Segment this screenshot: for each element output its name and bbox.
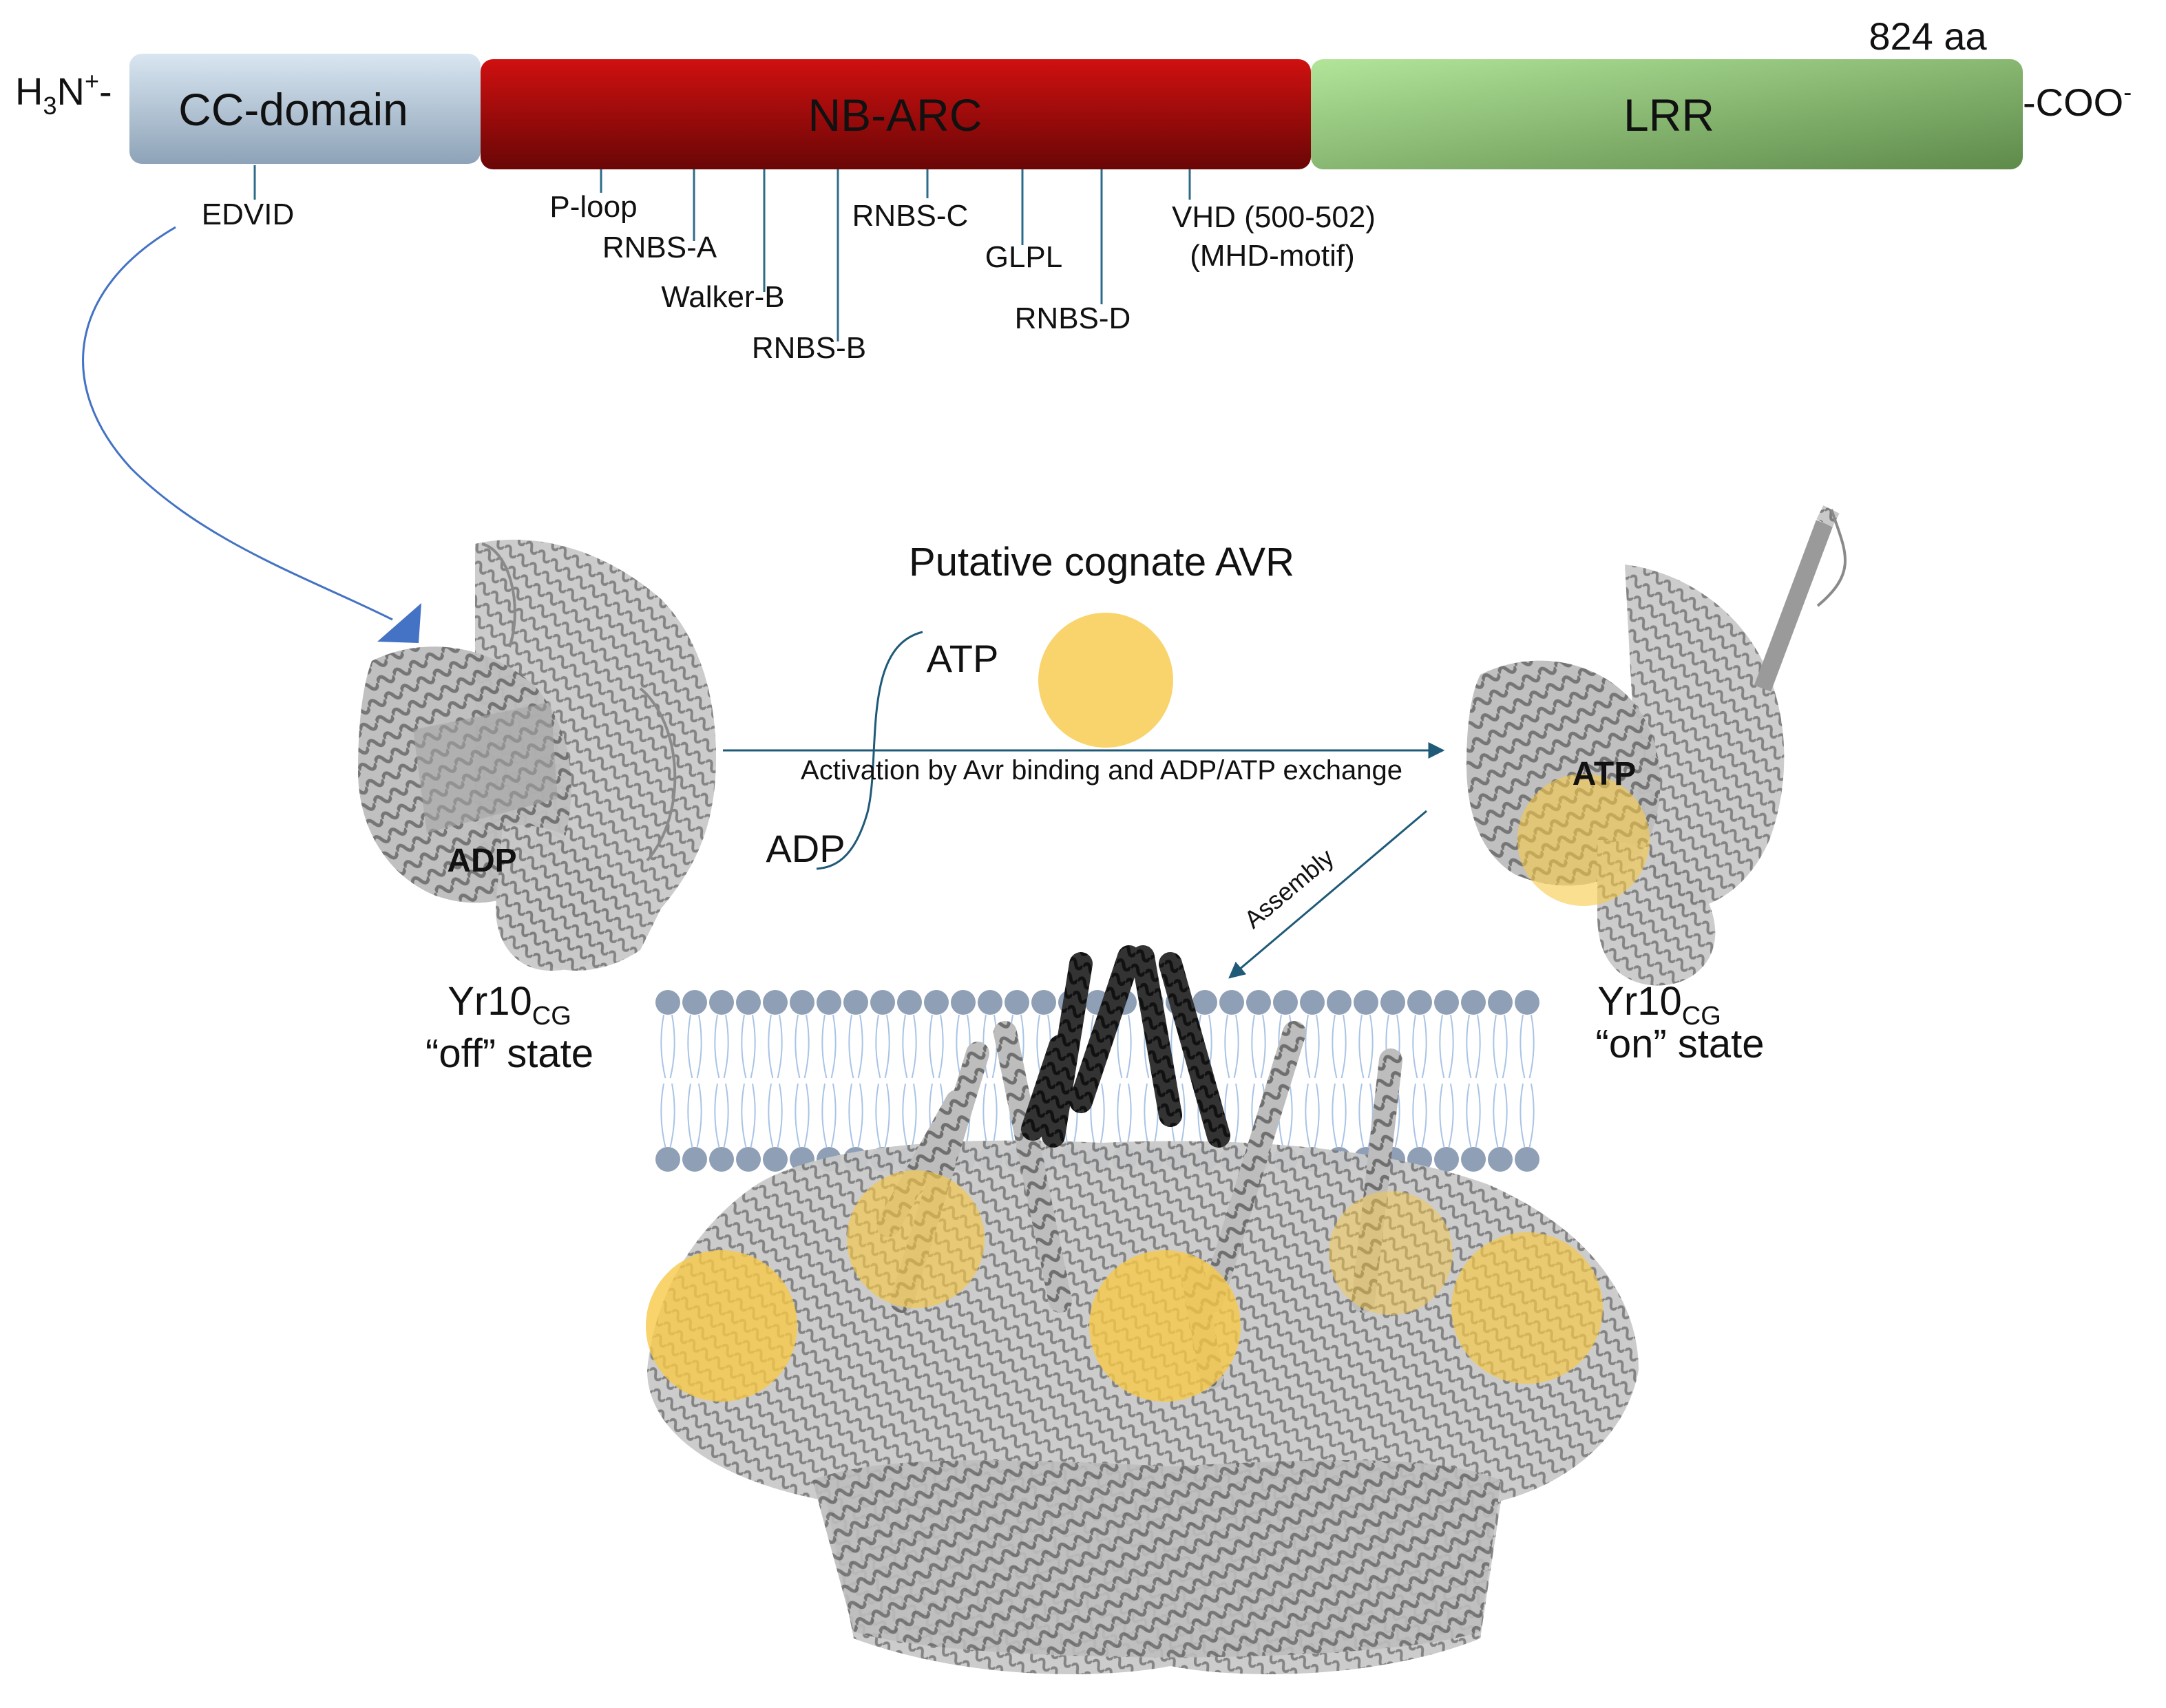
protein-domain-bar: H3N+- CC-domain NB-ARC LRR -COO- 824 aa … [15, 14, 2132, 365]
resistosome-base [812, 1460, 1501, 1658]
motif-rnbs-a: RNBS-A [602, 231, 717, 264]
off-state-nucleotide: ADP [447, 843, 516, 879]
lrr-domain-block [1311, 59, 2023, 169]
on-state-avr-circle [1517, 774, 1650, 906]
motif-glpl: GLPL [985, 240, 1063, 274]
motif-p-loop: P-loop [549, 190, 637, 224]
motif-edvid: EDVID [202, 198, 294, 231]
lrr-domain-label: LRR [1623, 89, 1714, 140]
activation-label: Activation by Avr binding and ADP/ATP ex… [801, 755, 1402, 786]
motif-mhd: (MHD-motif) [1190, 239, 1355, 273]
protein-structure-icon [1466, 505, 1847, 986]
motif-rnbs-b: RNBS-B [752, 331, 866, 365]
assembly-step: Assembly [1228, 810, 1427, 979]
assembly-arrow [1228, 810, 1427, 979]
atp-label: ATP [927, 637, 999, 680]
resistosome-avr-circles [646, 1170, 1603, 1402]
off-state-label: “off” state [425, 1031, 593, 1076]
off-state-structure: ADP Yr10CG “off” state [358, 539, 716, 1076]
protein-length-label: 824 aa [1869, 14, 1987, 58]
on-state-label: “on” state [1596, 1022, 1765, 1066]
off-state-name: Yr10CG [448, 979, 571, 1031]
on-state-name: Yr10CG [1597, 979, 1721, 1031]
resistosome-icon [646, 945, 1639, 1674]
protein-structure-icon [358, 539, 716, 971]
adp-label: ADP [766, 827, 845, 870]
resistosome-funnel [1021, 945, 1230, 1148]
activation-step: Putative cognate AVR ATP ADP Activation … [723, 540, 1445, 870]
motif-rnbs-c: RNBS-C [852, 199, 969, 233]
avr-title: Putative cognate AVR [909, 540, 1294, 584]
motif-vhd: VHD (500-502) [1172, 200, 1376, 234]
cc-domain-label: CC-domain [178, 84, 408, 135]
motif-walker-b: Walker-B [661, 280, 784, 314]
nb-arc-domain-label: NB-ARC [808, 89, 982, 140]
motif-ticks [253, 165, 1191, 341]
c-terminus-label: -COO- [2023, 78, 2132, 124]
edvid-to-structure-arrow [82, 226, 421, 643]
cc-domain-block [129, 54, 481, 164]
avr-circle [1038, 613, 1173, 748]
nb-arc-domain-block [481, 59, 1311, 169]
n-terminus-label: H3N+- [15, 67, 112, 120]
nucleotide-exchange-curve [816, 631, 923, 870]
motif-rnbs-d: RNBS-D [1015, 302, 1131, 335]
on-state-structure: ATP Yr10CG “on” state [1466, 505, 1847, 1066]
on-state-nucleotide: ATP [1573, 756, 1636, 792]
assembly-label: Assembly [1239, 843, 1339, 934]
